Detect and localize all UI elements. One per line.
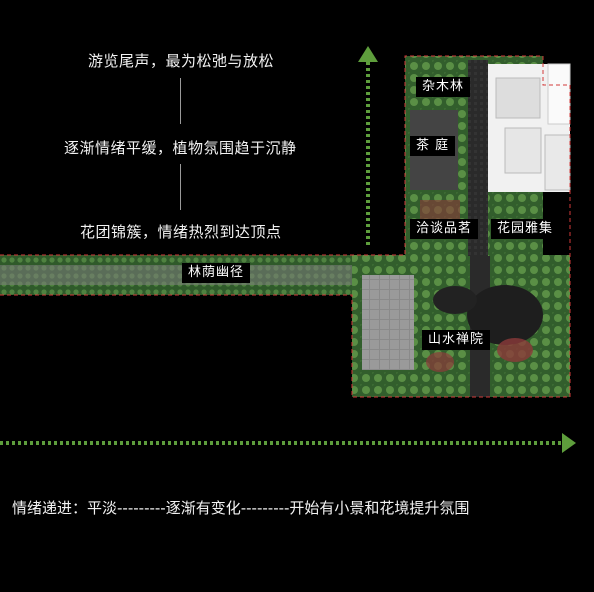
zone-label-tea-talk: 洽谈品茗 bbox=[410, 219, 479, 239]
vertical-progress-arrow bbox=[358, 46, 378, 245]
zone-label-shade-path: 林荫幽径 bbox=[182, 263, 251, 283]
mood-progression-caption: 情绪递进：平淡---------逐渐有变化---------开始有小景和花境提升… bbox=[12, 499, 470, 517]
shade-path-area bbox=[0, 255, 352, 295]
zen-court-area bbox=[352, 255, 570, 397]
zone-label-zen-court: 山水禅院 bbox=[422, 330, 491, 350]
mood-connector-2 bbox=[180, 164, 181, 210]
zone-label-garden-gathering: 花园雅集 bbox=[491, 219, 560, 239]
mood-connector-1 bbox=[180, 78, 181, 124]
mood-step-peak: 花团锦簇，情绪热烈到达顶点 bbox=[80, 223, 282, 241]
zone-label-tea-court: 茶 庭 bbox=[410, 136, 456, 156]
site-boundary bbox=[0, 55, 571, 398]
horizontal-progress-arrow bbox=[0, 433, 576, 453]
mood-step-calm: 逐渐情绪平缓，植物氛围趋于沉静 bbox=[64, 139, 297, 157]
zone-label-mixed-forest: 杂木林 bbox=[416, 77, 471, 97]
mood-step-end: 游览尾声，最为松弛与放松 bbox=[88, 52, 275, 70]
